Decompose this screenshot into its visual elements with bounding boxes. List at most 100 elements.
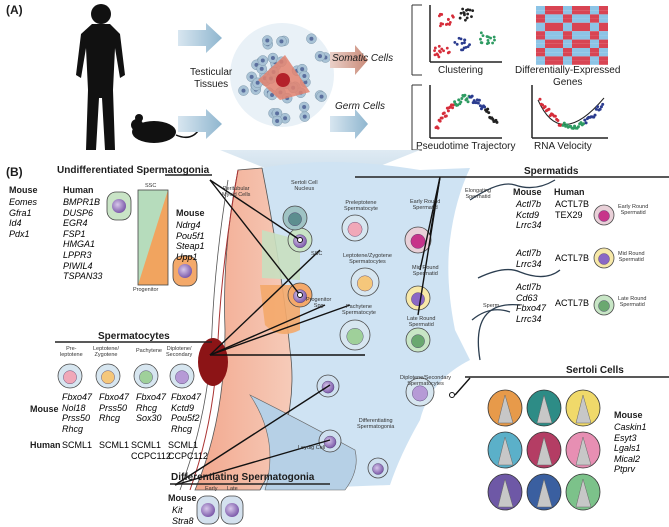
stage-leptotene: Leptotene/ Zygotene [93, 346, 119, 359]
sertoli-cell-body-8 [575, 478, 592, 508]
sperm-tails-icon [469, 179, 561, 361]
heatmap-cell [581, 35, 590, 40]
pseudotime-dot [442, 111, 446, 115]
cluster-dot [437, 44, 441, 48]
spermatid-mid-icon-nucleus [598, 253, 610, 265]
undiff-mouse2-genes: Ndrg4 Pou5f1 Steap1 Upp1 [176, 220, 205, 262]
heatmap-cell [536, 31, 545, 36]
testicular-tissue-icon [230, 23, 334, 127]
cluster-dot [480, 41, 484, 45]
heatmap-cell [554, 52, 563, 57]
sertoli-title: Sertoli Cells [566, 365, 624, 376]
velocity-dot [553, 114, 557, 118]
heatmap-cell [581, 52, 590, 57]
human-silhouette-icon [76, 4, 125, 150]
tissue-cell-nucleus [283, 116, 288, 121]
cluster-dot [464, 45, 468, 49]
heatmap-cell [536, 48, 545, 53]
spermatocytes-mouse-col-2: Fbxo47 Rhcg Sox30 [136, 392, 167, 424]
ssc-progenitor-gradient [137, 189, 169, 286]
heatmap-cell [572, 18, 581, 23]
velocity-dot [571, 126, 575, 130]
arrow-somatic-icon [330, 45, 368, 75]
sperm-label: Sperm [483, 303, 500, 309]
tissues-label: Testicular Tissues [190, 67, 233, 90]
pachytene-label: Pachytene Spermatocyte [342, 304, 376, 317]
heatmap-cell [599, 10, 608, 15]
heatmap-cell [563, 56, 572, 61]
leydig-label: Leydig Cell [298, 445, 326, 451]
tissue-cell-nucleus [241, 88, 246, 93]
velocity-dot [582, 122, 586, 126]
cluster-dot [492, 35, 496, 39]
spermatids-row1-stage: Mid Round Spermatid [618, 251, 645, 264]
heatmap-cell [545, 56, 554, 61]
cluster-dot [463, 38, 467, 42]
tissue-cell-nucleus [265, 38, 270, 43]
mouse-silhouette-icon [131, 114, 201, 143]
heatmap-cell [536, 22, 545, 27]
heatmap-cell [536, 60, 545, 65]
sertoli-cell-body-0 [497, 394, 514, 424]
heatmap-cell [581, 43, 590, 48]
spermatids-mouse-header: Mouse [513, 187, 542, 197]
heatmap-cell [599, 48, 608, 53]
heatmap-cell [554, 43, 563, 48]
velocity-dot [565, 123, 569, 127]
spermatocytes-mouse-col-3: Fbxo47 Kctd9 Pou5f2 Rhcg [171, 392, 202, 434]
arrow-human-icon [178, 23, 222, 53]
diff-cell-nucleus-1 [225, 503, 239, 517]
cluster-dot [464, 18, 467, 22]
heatmap-cell [536, 43, 545, 48]
heatmap-cell [563, 10, 572, 15]
spermatid-early-icon-nucleus [598, 210, 610, 222]
heatmap-cell [599, 22, 608, 27]
preleptotene-label: Preleptotene Spermatocyte [344, 200, 378, 213]
heatmap-cell [590, 39, 599, 44]
diff-mouse-header: Mouse [168, 493, 197, 503]
heatmap-cell [545, 31, 554, 36]
heatmap-cell [599, 6, 608, 11]
pseudotime-plot-icon [429, 85, 502, 139]
preleptotene-cell-nucleus [347, 221, 363, 237]
tissue-cell-nucleus [309, 36, 314, 41]
heatmap-cell [545, 6, 554, 11]
velocity-dot [543, 105, 547, 109]
spermatocytes-human-header: Human [30, 440, 61, 450]
heatmap-cell [599, 56, 608, 61]
heatmap-cell [563, 6, 572, 11]
sertoli-cell-body-7 [536, 478, 553, 508]
heatmap-cell [581, 48, 590, 53]
blood-vessel [198, 338, 228, 386]
tissue-cell-nucleus [318, 54, 323, 59]
heatmap-cell [572, 56, 581, 61]
heatmap-cell [536, 52, 545, 57]
sertoli-cell-body-3 [497, 436, 514, 466]
velocity-dot [562, 121, 566, 125]
cluster-dot [458, 16, 462, 20]
clustering-label: Clustering [438, 65, 484, 76]
cluster-dot [479, 31, 483, 35]
undiff-mouse2-header: Mouse [176, 208, 205, 218]
heatmap-cell [599, 39, 608, 44]
sertoli-nucleus-label: Sertoli Cell Nucleus [291, 180, 318, 193]
heatmap-cell [572, 31, 581, 36]
cluster-dot [445, 46, 449, 50]
spermatid-late-icon-nucleus [598, 300, 610, 312]
pseudotime-dot [487, 111, 491, 115]
leydig-cell-nucleus [372, 463, 384, 475]
heatmap-cell [563, 60, 572, 65]
heatmap-cell [572, 27, 581, 32]
heatmap-cell [554, 60, 563, 65]
undiff-human-header: Human [63, 185, 94, 195]
tissue-cell-nucleus [270, 56, 275, 61]
leptotene-cell-nucleus [357, 275, 373, 292]
heatmap-cell [545, 60, 554, 65]
heatmap-cell [572, 60, 581, 65]
sertoli-cell-body-1 [536, 394, 553, 424]
somatic-cells-label: Somatic Cells [332, 53, 394, 64]
cluster-dot [462, 11, 466, 15]
heatmap-cell [572, 6, 581, 11]
heatmap-cell [572, 39, 581, 44]
